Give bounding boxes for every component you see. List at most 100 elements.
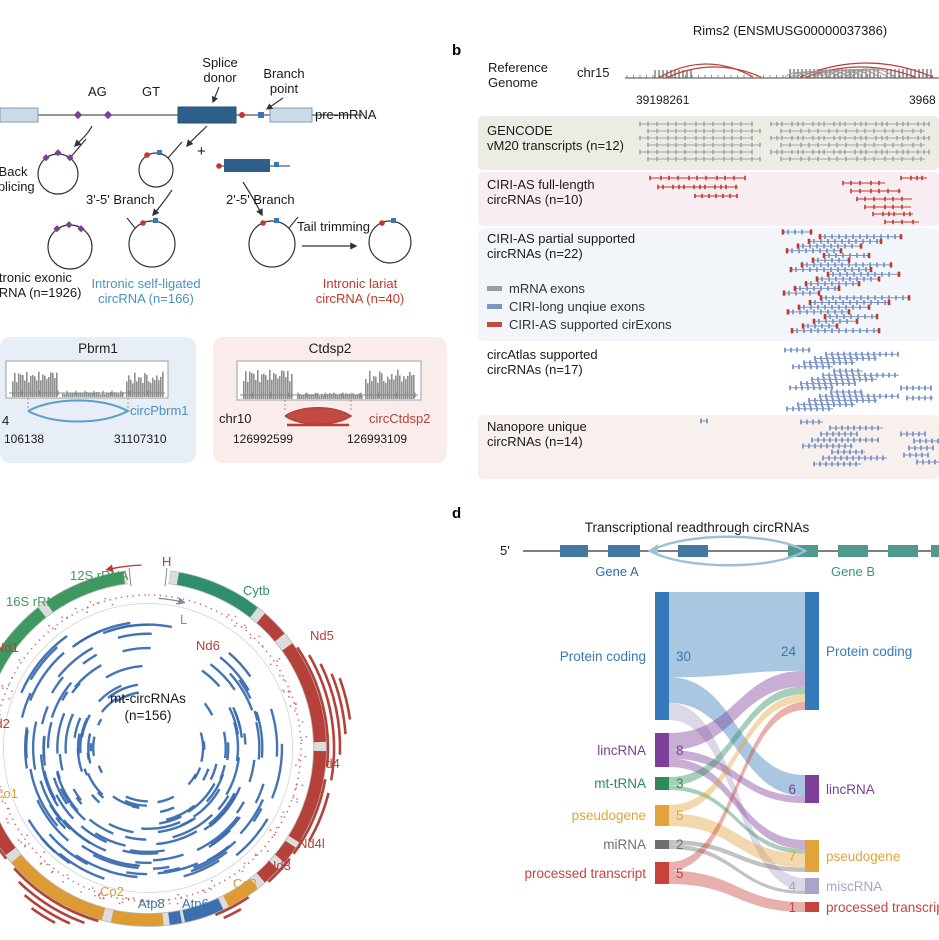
right-value-miscrna: 4 bbox=[788, 879, 796, 894]
circpbrm1-label: circPbrm1 bbox=[130, 403, 189, 418]
outer-circrna-arcs bbox=[0, 646, 352, 925]
ciri-partial-circrnas bbox=[781, 229, 911, 334]
ctdsp2-card: Ctdsp2 chr10 circCtdsp2 126992599 126993… bbox=[213, 337, 447, 463]
panel-b-letter: b bbox=[452, 42, 462, 59]
gene-structure-diagram bbox=[523, 535, 939, 567]
right-value-protein-coding: 24 bbox=[780, 644, 796, 659]
left-label-processed-transcript: processed transcript bbox=[524, 866, 646, 881]
right-label-protein-coding: Protein coding bbox=[826, 644, 913, 659]
right-value-processed-transcript: 1 bbox=[788, 900, 796, 915]
circrna-arc-segments bbox=[20, 621, 284, 880]
legend-item-ciri-as-cirexons: CIRI-AS supported cirExons bbox=[487, 317, 672, 332]
chr15-label: chr15 bbox=[577, 65, 610, 80]
h-strand-label: H bbox=[162, 554, 172, 569]
mt-circrna-circos bbox=[0, 564, 352, 927]
ciri-as-cirexons-label: CIRI-AS supported cirExons bbox=[509, 317, 672, 332]
free-exon-fragment bbox=[216, 159, 290, 172]
sankey-links bbox=[669, 592, 805, 912]
rims2-genome-tracks bbox=[625, 62, 939, 467]
left-value-mirna: 2 bbox=[676, 837, 684, 852]
ctdsp2-browser-plot bbox=[236, 360, 422, 427]
reference-genome-label: Reference Genome bbox=[488, 60, 548, 90]
right-label-pseudogene: pseudogene bbox=[826, 849, 901, 864]
left-label-protein-coding: Protein coding bbox=[559, 649, 646, 664]
rims2-title: Rims2 (ENSMUSG00000037386) bbox=[692, 23, 888, 38]
left-label-lincrna: lincRNA bbox=[597, 743, 646, 758]
gencode-transcripts bbox=[639, 121, 930, 162]
left-lariat-loop bbox=[37, 138, 87, 195]
ag-site-label: AG bbox=[88, 84, 107, 99]
gene-label-co2: Co2 bbox=[100, 884, 124, 899]
strand-direction-arrows bbox=[105, 564, 186, 605]
track-label-gencode: GENCODE vM20 transcripts (n=12) bbox=[487, 123, 624, 153]
pbrm1-coord-start: 106138 bbox=[4, 432, 45, 446]
gene-label-atp8: Atp8 bbox=[138, 896, 165, 911]
gene-label-nd1: Nd1 bbox=[0, 640, 19, 655]
coord-left-label: 39198261 bbox=[636, 93, 690, 107]
branch-2-5-label: 2'-5' Branch bbox=[226, 192, 295, 207]
ciri-as-cirexons-swatch bbox=[487, 322, 502, 327]
pbrm1-coord-end: 31107310 bbox=[114, 432, 167, 446]
ciri-long-exons-swatch bbox=[487, 304, 502, 309]
ctdsp2-chrom-label: chr10 bbox=[219, 411, 252, 426]
ctdsp2-coverage bbox=[240, 369, 418, 400]
middle-lariat-loop bbox=[138, 141, 183, 188]
self-ligated-circle bbox=[126, 217, 176, 268]
left-value-lincrna: 8 bbox=[676, 743, 684, 758]
pbrm1-chrom-label: 4 bbox=[2, 413, 10, 428]
mt-circrna-center-label: mt-circRNAs (n=156) bbox=[110, 691, 186, 723]
legend-item-mrna-exons: mRNA exons bbox=[487, 281, 585, 296]
tail-trimming-label: Tail trimming bbox=[297, 219, 370, 234]
pre-mrna-line bbox=[0, 86, 362, 124]
gene-label-nd4l: Nd4l bbox=[298, 836, 325, 851]
track-label-circatlas: circAtlas supported circRNAs (n=17) bbox=[487, 347, 598, 377]
back-splicing-label: Back splicing bbox=[0, 164, 35, 194]
coord-right-label: 3968 bbox=[909, 93, 936, 107]
branching-arrows bbox=[73, 125, 358, 250]
gt-site-label: GT bbox=[142, 84, 161, 99]
red-dot-track bbox=[0, 594, 308, 905]
lariat-with-tail-circle bbox=[248, 216, 299, 268]
ciri-full-length-circrnas bbox=[649, 175, 927, 225]
branch-3-5-label: 3'-5' Branch bbox=[86, 192, 155, 207]
gene-label-co1: Co1 bbox=[0, 786, 18, 801]
pre-mrna-label: pre-mRNA bbox=[315, 107, 377, 122]
track-bg-g encode bbox=[478, 116, 939, 170]
track-bg-nanopore bbox=[478, 415, 939, 479]
left-value-pseudogene: 5 bbox=[676, 808, 684, 823]
branch-point-label: Branch point bbox=[263, 66, 305, 96]
five-prime-label: 5' bbox=[500, 543, 510, 558]
pbrm1-card: Pbrm1 circPbrm1 4 106138 31107310 bbox=[0, 337, 196, 463]
readthrough-title: Transcriptional readthrough circRNAs bbox=[584, 520, 810, 535]
lens-arrowhead bbox=[648, 544, 658, 555]
sankey-nodes bbox=[655, 592, 819, 912]
mt-genome-ring bbox=[0, 567, 327, 927]
track-label-ciri-partial: CIRI-AS partial supported circRNAs (n=22… bbox=[487, 231, 636, 261]
readthrough-sankey bbox=[523, 535, 939, 912]
right-value-lincrna: 6 bbox=[788, 782, 796, 797]
gene-label-co3: Co3 bbox=[233, 876, 257, 891]
nanopore-circrnas bbox=[700, 418, 939, 467]
gene-label-16s: 16S rRNA bbox=[6, 594, 65, 609]
readthrough-circrna-lens bbox=[649, 535, 808, 567]
right-label-processed-transcript: processed transcript bbox=[826, 900, 939, 915]
left-value-protein-coding: 30 bbox=[676, 649, 692, 664]
right-label-miscrna: miscRNA bbox=[826, 879, 883, 894]
pbrm1-gene-title: Pbrm1 bbox=[78, 341, 118, 356]
pbrm1-coverage bbox=[9, 371, 165, 398]
track-label-nanopore: Nanopore unique circRNAs (n=14) bbox=[487, 419, 587, 449]
splicing-diagram bbox=[0, 86, 412, 270]
mrna-exons-label: mRNA exons bbox=[509, 281, 585, 296]
panel-d-letter: d bbox=[452, 505, 462, 522]
legend-item-ciri-long-exons: CIRI-long unqiue exons bbox=[487, 299, 645, 314]
gene-label-nd4: Nd4 bbox=[316, 756, 340, 771]
gene-label-12s: 12S rRNA bbox=[70, 568, 129, 583]
left-value-mt-trna: 3 bbox=[676, 776, 684, 791]
ctdsp2-coord-end: 126993109 bbox=[347, 432, 408, 446]
back-spliced-circle bbox=[47, 221, 93, 270]
right-label-lincrna: lincRNA bbox=[826, 782, 875, 797]
gene-label-nd3: Nd3 bbox=[267, 858, 291, 873]
left-value-processed-transcript: 5 bbox=[676, 866, 684, 881]
ctdsp2-coord-start: 126992599 bbox=[233, 432, 294, 446]
